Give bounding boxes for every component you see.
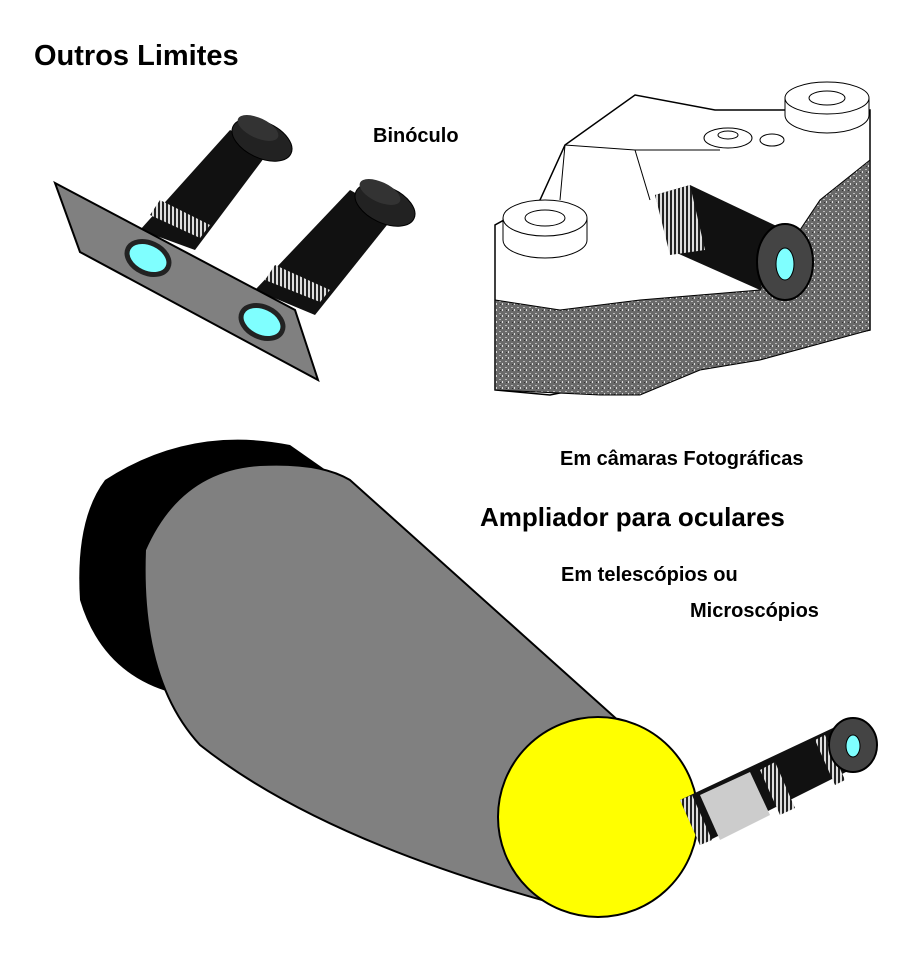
camera-drawing	[494, 81, 871, 396]
page-title: Outros Limites	[34, 40, 239, 72]
camera-dial-left	[502, 199, 588, 259]
label-enlarger: Ampliador para oculares	[480, 502, 785, 532]
label-cameras: Em câmaras Fotográficas	[560, 448, 804, 470]
label-microscopes: Microscópios	[690, 600, 819, 622]
telescope-eyepiece	[680, 717, 878, 845]
camera-eyepiece	[655, 185, 814, 301]
binocular-tube-left	[140, 115, 293, 250]
binocular-tube-right	[255, 179, 416, 315]
enlarger-drawing	[79, 439, 699, 918]
camera-dial-right	[784, 81, 870, 134]
enlarger-yellow-lens	[497, 716, 699, 918]
label-telescopes: Em telescópios ou	[561, 564, 738, 586]
label-binoculars: Binóculo	[373, 125, 459, 147]
binocular-lens-left	[124, 239, 172, 277]
binocular-lens-right	[238, 303, 286, 341]
binoculars-drawing	[53, 115, 416, 383]
